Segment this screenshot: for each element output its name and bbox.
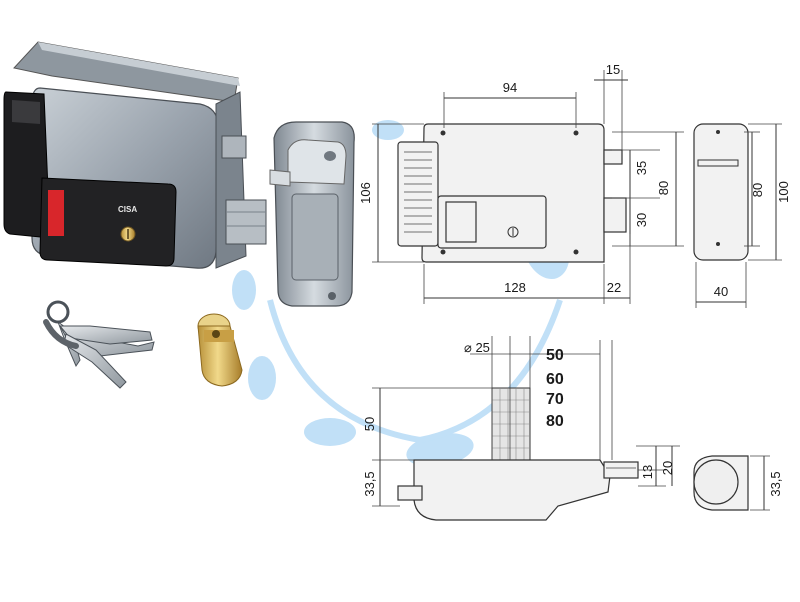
dim-40: 40 bbox=[714, 284, 728, 299]
side-view-drawing: 80 100 40 bbox=[693, 123, 791, 308]
dim-30: 30 bbox=[634, 213, 649, 227]
cylinder-length-50: 50 bbox=[546, 347, 564, 364]
brand-label: CISA bbox=[118, 205, 137, 214]
front-view-drawing: 94 15 106 35 30 80 128 22 bbox=[358, 62, 684, 304]
dim-50-height: 50 bbox=[362, 417, 377, 431]
dim-33-5-right: 33,5 bbox=[768, 471, 783, 496]
dim-15: 15 bbox=[606, 62, 620, 77]
keeper-photo bbox=[269, 121, 355, 307]
dim-22: 22 bbox=[607, 280, 621, 295]
keys-photo bbox=[43, 300, 155, 389]
dim-35: 35 bbox=[634, 161, 649, 175]
cylinder-length-70: 70 bbox=[546, 391, 564, 408]
cylinder-length-80: 80 bbox=[546, 413, 564, 430]
dim-20: 20 bbox=[660, 461, 675, 475]
cylinder-length-60: 60 bbox=[546, 371, 564, 388]
dim-diameter-25: ⌀ 25 bbox=[464, 340, 490, 355]
dim-128: 128 bbox=[504, 280, 526, 295]
dim-106: 106 bbox=[358, 182, 373, 204]
dim-33-5-left: 33,5 bbox=[362, 471, 377, 496]
dim-94: 94 bbox=[503, 80, 517, 95]
dim-100: 100 bbox=[776, 181, 791, 203]
bottom-view-drawing: ⌀ 25 50 60 70 80 50 33,5 13 20 33,5 bbox=[362, 336, 783, 521]
cylinder-photo bbox=[197, 313, 243, 387]
dim-80-front: 80 bbox=[656, 181, 671, 195]
lock-photo: CISA bbox=[3, 41, 267, 269]
red-button bbox=[48, 190, 64, 236]
dim-80-side: 80 bbox=[750, 183, 765, 197]
dim-13: 13 bbox=[640, 465, 655, 479]
